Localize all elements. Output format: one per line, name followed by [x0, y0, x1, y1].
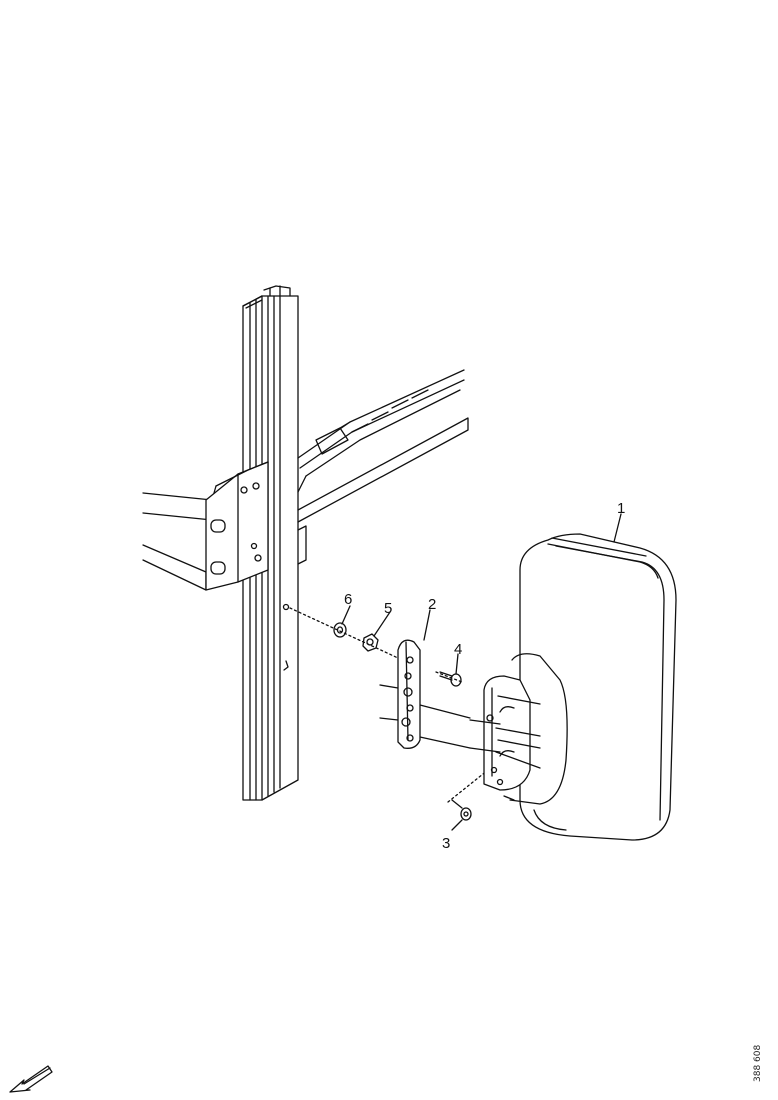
pillar-hole	[282, 603, 290, 611]
cross-beam-right	[297, 369, 469, 565]
forward-direction-arrow-icon	[9, 1065, 53, 1093]
mirror-part-1	[469, 533, 677, 841]
callout-6: 6	[344, 591, 352, 608]
screw-part-3	[451, 799, 472, 821]
callout-4: 4	[454, 641, 462, 658]
pillar-bracket	[205, 461, 269, 591]
nut-part-5	[362, 633, 379, 652]
assembly-line	[289, 607, 489, 803]
callout-5: 5	[384, 600, 392, 617]
pillar-mark	[283, 660, 289, 671]
bolt-part-4	[439, 671, 462, 687]
callout-2: 2	[428, 596, 436, 613]
callout-3: 3	[442, 835, 450, 852]
washer-part-6	[333, 622, 347, 638]
assembly-line	[379, 684, 471, 749]
callout-1: 1	[617, 500, 625, 517]
mounting-plate-part-2	[397, 639, 421, 749]
cross-beam-left	[142, 485, 217, 591]
leader-line	[341, 513, 622, 831]
drawing-number: 388 608	[753, 1044, 763, 1082]
